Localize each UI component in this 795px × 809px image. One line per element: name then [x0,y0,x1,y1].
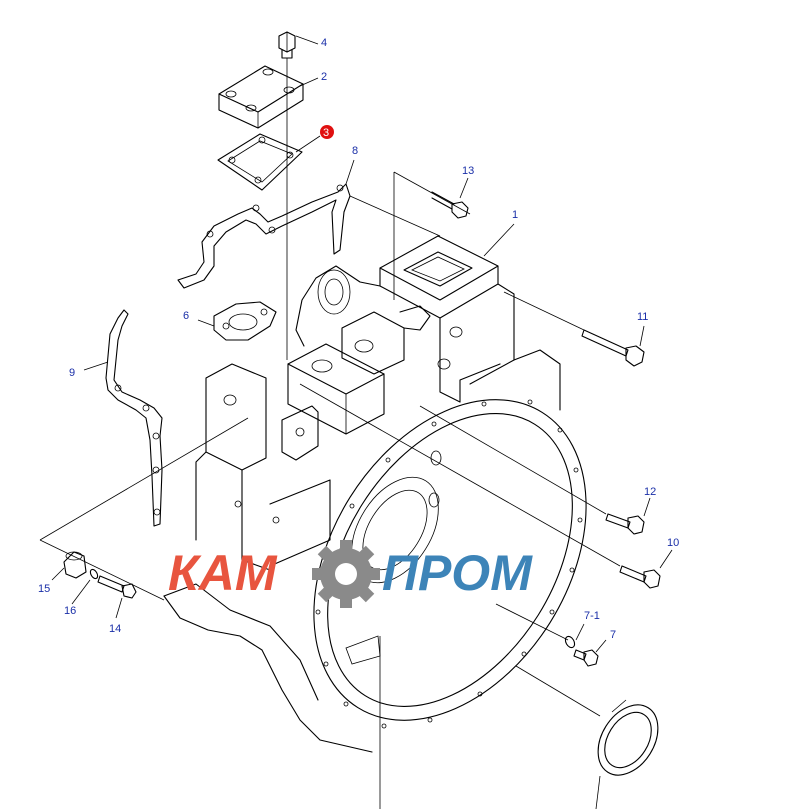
oil-seal [597,699,659,776]
callout-16: 16 [64,605,76,617]
bolt-11 [581,329,645,367]
callout-6: 6 [183,310,189,322]
bolt-10 [619,565,661,589]
gasket-8 [177,183,351,289]
callout-3: 3 [323,127,329,139]
callout-15: 15 [38,583,50,595]
fitting-14 [97,575,137,599]
callout-9: 9 [69,367,75,379]
cover-plate-2 [218,65,304,129]
washer-7-1 [564,635,576,649]
callout-12: 12 [644,486,656,498]
watermark-left-text: КАМ [168,545,278,601]
callout-7: 7 [610,629,616,641]
bolt-13 [431,191,469,219]
bolt-4 [278,31,296,360]
callout-11: 11 [637,311,648,323]
callout-1: 1 [512,209,518,221]
bolt-7 [573,649,599,667]
gasket-6 [213,301,277,341]
callout-14: 14 [109,623,121,635]
bolt-12 [605,513,645,535]
callout-8: 8 [352,145,358,157]
gear-icon [312,540,380,608]
callouts: 4 2 3 8 13 1 6 11 9 12 10 15 16 7-1 14 7 [38,37,679,641]
plug-15 [63,551,87,579]
leader-lines [39,35,673,809]
gasket-3 [217,133,303,191]
callout-7-1: 7-1 [584,610,600,622]
watermark-right-text: ПРОМ [382,545,533,601]
gasket-9 [105,309,163,527]
callout-10: 10 [667,537,679,549]
callout-4: 4 [321,37,327,49]
callout-2: 2 [321,71,327,83]
highlight-marker [320,125,334,139]
housing-1 [163,235,587,753]
callout-13: 13 [462,165,474,177]
washer-16 [89,568,99,580]
watermark-logo: КАМ ПРОМ [168,540,533,608]
